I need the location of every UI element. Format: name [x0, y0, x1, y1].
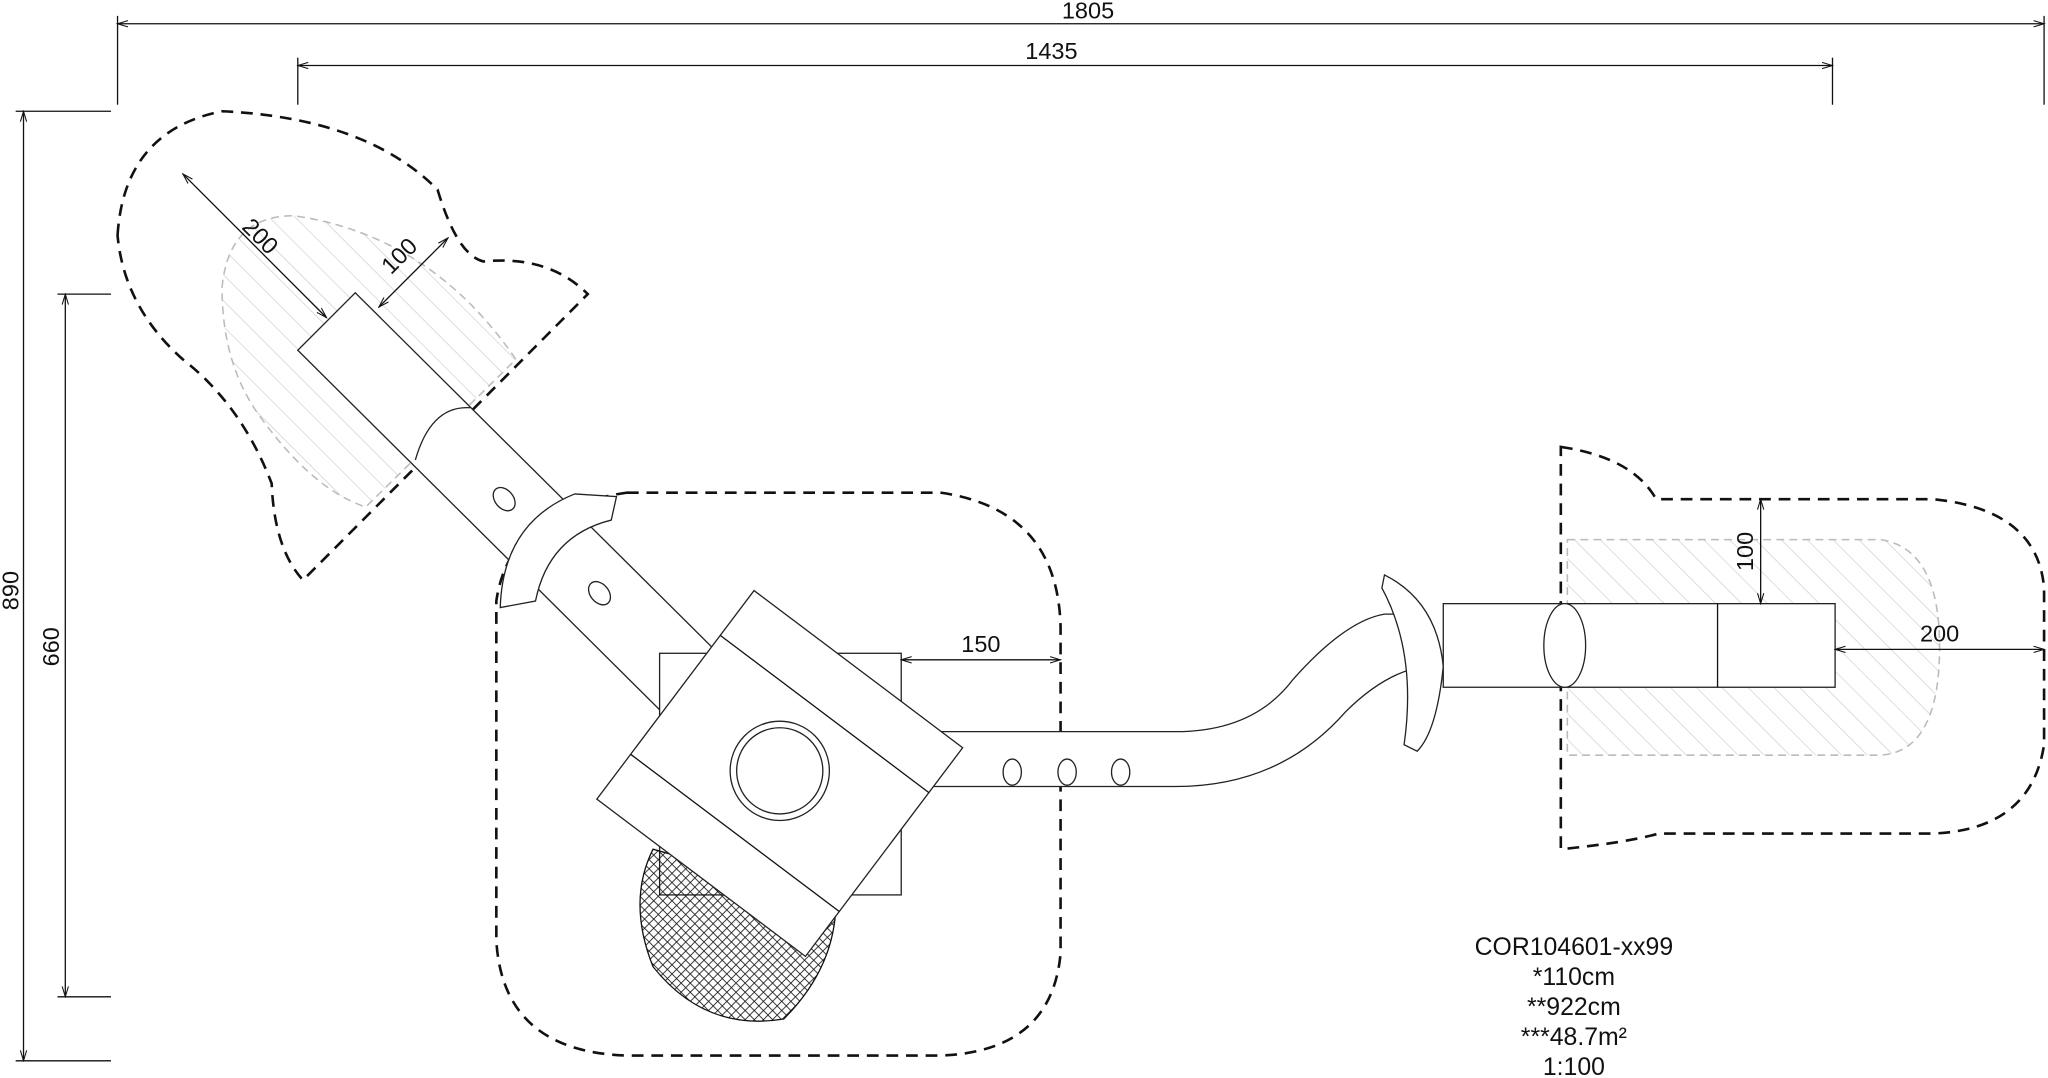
fall-height: *110cm [1533, 964, 1615, 991]
dimension-overall-width: 1805 [118, 0, 2045, 105]
right-slide [913, 573, 1836, 788]
dimension-overall-height: 890 [0, 111, 112, 1061]
left-slide [296, 291, 759, 751]
dimension-tower-zone: 150 [901, 631, 1060, 660]
dimension-label: 890 [0, 571, 23, 610]
dimension-inner-width: 1435 [298, 38, 1833, 105]
product-info: COR104601-xx99 *110cm **922cm ***48.7m² … [1475, 934, 1673, 1078]
dimension-label: 200 [1920, 621, 1959, 647]
dimension-label: 1805 [1062, 0, 1114, 24]
free-height: **922cm [1527, 994, 1621, 1021]
area: ***48.7m² [1521, 1024, 1627, 1051]
scale: 1:100 [1543, 1054, 1605, 1078]
dimension-right-zone: 100 200 [1732, 499, 2044, 649]
safety-zone-left-slide [116, 109, 590, 583]
dimension-label: 150 [961, 631, 1000, 657]
dimension-inner-height: 660 [38, 294, 112, 997]
dimension-label: 1435 [1025, 38, 1077, 64]
safety-zone-right-slide [1559, 445, 2046, 851]
dimension-label: 100 [1732, 532, 1758, 571]
product-code: COR104601-xx99 [1475, 934, 1673, 961]
tower [595, 589, 964, 1022]
dimension-label: 660 [38, 627, 64, 666]
